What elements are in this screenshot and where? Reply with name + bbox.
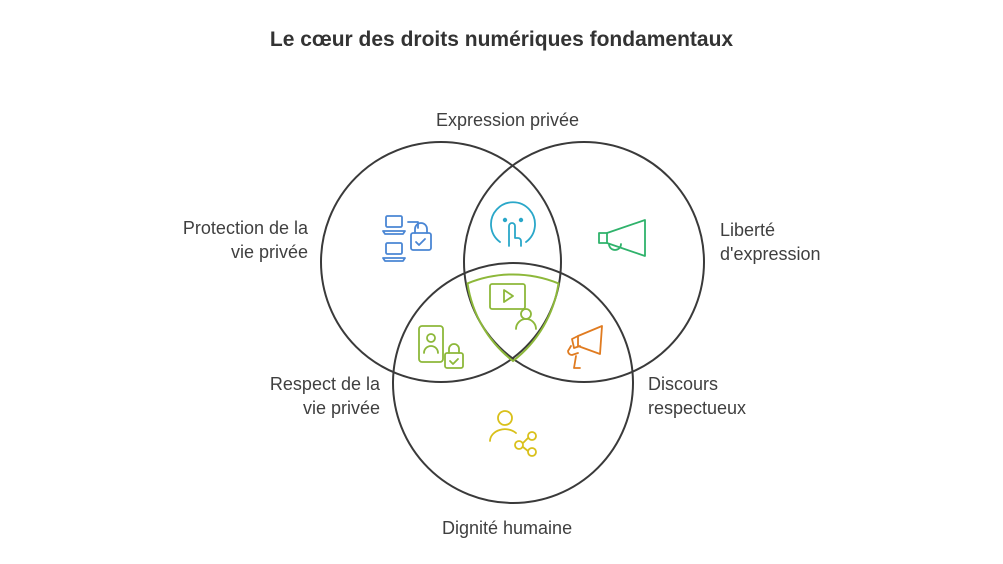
circle-liberte (463, 141, 705, 383)
label-respect-line2: vie privée (302, 398, 380, 418)
label-discours-line2: respectueux (648, 398, 747, 418)
id-card-lock-icon (418, 325, 464, 369)
megaphone-icon (598, 219, 646, 257)
label-respect-line1: Respect de la (269, 374, 380, 394)
shush-finger-icon (490, 201, 536, 247)
label-expression-privee-text: Expression privée (436, 110, 580, 130)
label-protection-line1: Protection de la (182, 218, 308, 238)
video-user-icon (489, 283, 537, 330)
center-intersection (466, 273, 560, 363)
label-protection-line2: vie privée (230, 242, 308, 262)
label-liberte-line2: d'expression (720, 244, 821, 264)
laptops-lock-icon (382, 215, 432, 262)
label-liberte-line1: Liberté (720, 220, 776, 240)
label-discours-respectueux: Discours respectueux (648, 372, 746, 420)
label-dignite-text: Dignité humaine (442, 518, 573, 538)
label-liberte-expression: Liberté d'expression (720, 218, 821, 266)
circle-protection (320, 141, 562, 383)
circle-dignite (392, 262, 634, 504)
user-share-icon (489, 410, 537, 457)
label-dignite-humaine: Dignité humaine (442, 516, 572, 540)
label-discours-line1: Discours (648, 374, 719, 394)
label-expression-privee: Expression privée (436, 108, 579, 132)
label-protection-vie-privee: Protection de la vie privée (160, 216, 308, 264)
label-respect-vie-privee: Respect de la vie privée (240, 372, 380, 420)
diagram-title: Le cœur des droits numériques fondamenta… (269, 28, 734, 51)
hand-megaphone-icon (567, 325, 603, 369)
